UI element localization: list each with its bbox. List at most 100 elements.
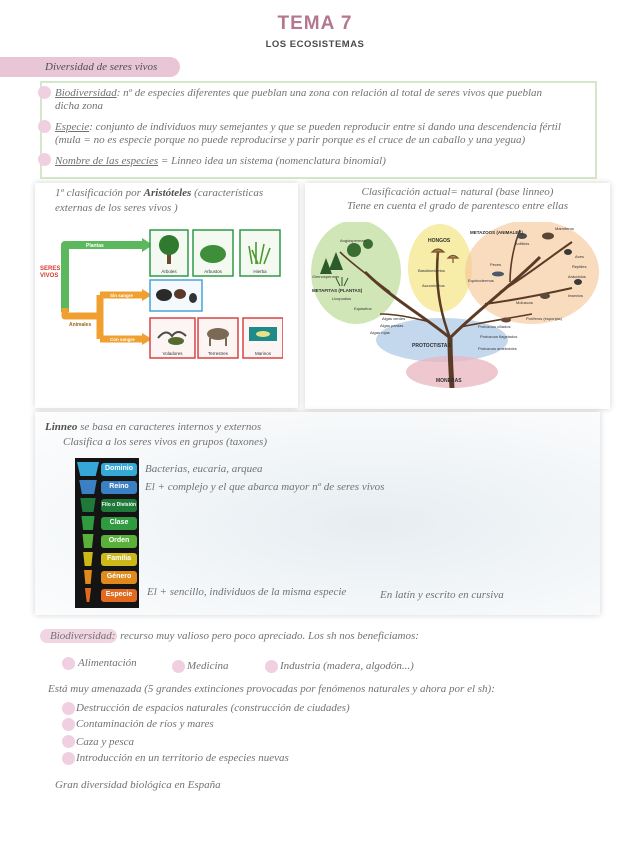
kingdom-monera-label: MONERAS xyxy=(436,378,462,384)
frog-icon xyxy=(168,337,184,345)
definition-text: = Linneo idea un sistema (nomenclatura b… xyxy=(158,155,386,167)
arachnid-icon xyxy=(574,279,582,285)
rank-decoration xyxy=(77,462,99,476)
definitions-box xyxy=(40,81,597,179)
bullet-dot xyxy=(62,657,75,670)
kingdom-protists-label: PROTOCTISTAS xyxy=(412,343,451,349)
section-banner-label: Diversidad de seres vivos xyxy=(45,61,158,73)
grass-box xyxy=(239,229,281,277)
tree-trunk-icon xyxy=(167,250,171,264)
rank-label: Reino xyxy=(101,480,137,494)
threat-intro: Está muy amenazada (5 grandes extincione… xyxy=(48,683,495,695)
branch xyxy=(484,287,573,305)
flyers-label: Voladores xyxy=(162,351,183,356)
bullet-dot xyxy=(38,120,51,133)
rank-label: Filo o División xyxy=(101,498,137,512)
definition-biodiversidad: Biodiversidad: nº de especies diferentes… xyxy=(55,87,555,113)
mammal-legs-icon xyxy=(209,338,227,346)
insect-icon xyxy=(189,293,197,303)
importance-line: Biodiversidad: recurso muy valioso pero … xyxy=(40,629,419,643)
page-title: TEMA 7 xyxy=(277,13,353,34)
group-label: Protozoos ameboides xyxy=(478,346,517,351)
rank-row-orden: Orden xyxy=(75,532,139,550)
aristoteles-heading-prefix: 1º clasificación por xyxy=(55,187,144,199)
group-label: Angiospermas xyxy=(340,238,366,243)
group-label: Protozoos ciliados xyxy=(478,324,510,329)
mushroom-icon xyxy=(446,254,460,263)
kingdom-fungi-label: HONGOS xyxy=(428,238,451,244)
group-label: Anfibios xyxy=(515,241,529,246)
tree-trunk xyxy=(447,337,455,388)
rank-row-especie: Especie xyxy=(75,586,139,604)
plants-label: Plantas xyxy=(86,243,104,249)
rank-decoration xyxy=(84,588,92,602)
linneo-basis: Linneo se basa en caracteres internos y … xyxy=(45,421,261,434)
fern-icon xyxy=(335,277,349,287)
kingdom-animals-label: METAZOOS (ANIMALES) xyxy=(470,230,523,235)
bullet-dot xyxy=(38,86,51,99)
grass-label: Hierba xyxy=(253,269,267,274)
aristoteles-diagram-svg: Plantas Animales Sin sangre Con sangre Á… xyxy=(61,229,283,359)
definition-text: : nº de especies diferentes que pueblan … xyxy=(55,87,543,112)
plants-branch xyxy=(61,241,142,312)
insect-icon xyxy=(174,289,186,299)
rank-decoration xyxy=(83,552,93,566)
bloodless-arrow-icon xyxy=(142,289,152,301)
bird-icon xyxy=(157,331,187,339)
trees-label: Árboles xyxy=(161,268,177,274)
mushroom-icon xyxy=(430,248,446,258)
tree-icon xyxy=(363,239,373,249)
rank-label: Orden xyxy=(101,534,137,548)
rank-row-clase: Clase xyxy=(75,514,139,532)
threat-item: Contaminación de ríos y mares xyxy=(76,718,214,730)
group-label: Moluscos xyxy=(516,300,533,305)
group-label: Algas rojas xyxy=(370,330,390,335)
mammal-icon xyxy=(207,328,229,340)
group-label: Insectos xyxy=(568,293,583,298)
group-label: Protozoos flagelados xyxy=(480,334,517,339)
rank-label: Familia xyxy=(101,552,137,566)
kingdom-plants-label: METAFITAS (PLANTAS) xyxy=(312,288,363,293)
tree-of-life-diagram: METAFITAS (PLANTAS) HONGOS METAZOOS (ANI… xyxy=(310,222,600,388)
mollusc-icon xyxy=(540,293,550,299)
branch xyxy=(379,313,431,323)
group-label: Basidiomicetos xyxy=(418,268,445,273)
blooded-label: Con sangre xyxy=(110,337,135,342)
bird-icon xyxy=(564,249,572,255)
group-label: Peces xyxy=(490,262,501,267)
rank-decoration xyxy=(84,570,92,584)
importance-term: Biodiversidad: xyxy=(40,629,118,643)
rank-row-filo: Filo o División xyxy=(75,496,139,514)
page-subtitle: LOS ECOSISTEMAS xyxy=(265,39,365,50)
aristoteles-diagram: SERES VIVOS Plantas Animales Sin sangre … xyxy=(38,228,283,361)
rank-label: Dominio xyxy=(101,462,137,476)
blooded-arrow-icon xyxy=(142,333,152,345)
branch xyxy=(339,251,391,293)
importance-text: recurso muy valioso pero poco apreciado.… xyxy=(117,630,419,642)
note-nombre: En latín y escrito en cursiva xyxy=(380,589,504,601)
bullet-dot xyxy=(62,702,75,715)
rank-row-reino: Reino xyxy=(75,478,139,496)
threat-item: Caza y pesca xyxy=(76,736,135,748)
bullet-dot xyxy=(62,752,75,765)
section-banner: Diversidad de seres vivos xyxy=(0,57,180,77)
rank-row-dominio: Dominio xyxy=(75,460,139,478)
rank-decoration xyxy=(79,480,97,494)
branch xyxy=(448,255,542,340)
natural-subheading: Tiene en cuenta el grado de parentesco e… xyxy=(347,200,568,212)
group-label: Arácnidos xyxy=(568,274,586,279)
threat-item: Introducción en un territorio de especie… xyxy=(76,752,289,764)
branch xyxy=(435,251,452,339)
amphibian-icon xyxy=(517,233,527,239)
group-label: Gimnospermas xyxy=(312,274,339,279)
bullet-dot xyxy=(38,153,51,166)
aristoteles-heading: 1º clasificación por Aristóteles (caract… xyxy=(55,186,295,216)
protists-zone xyxy=(376,318,508,362)
fish-icon xyxy=(256,331,270,337)
natural-heading: Clasificación actual= natural (base linn… xyxy=(361,186,554,198)
group-label: Equisetos xyxy=(354,306,372,311)
branch xyxy=(499,241,573,293)
group-label: Ascomicetos xyxy=(422,283,445,288)
rank-decoration xyxy=(80,498,96,512)
group-label: Equinodermos xyxy=(468,278,494,283)
